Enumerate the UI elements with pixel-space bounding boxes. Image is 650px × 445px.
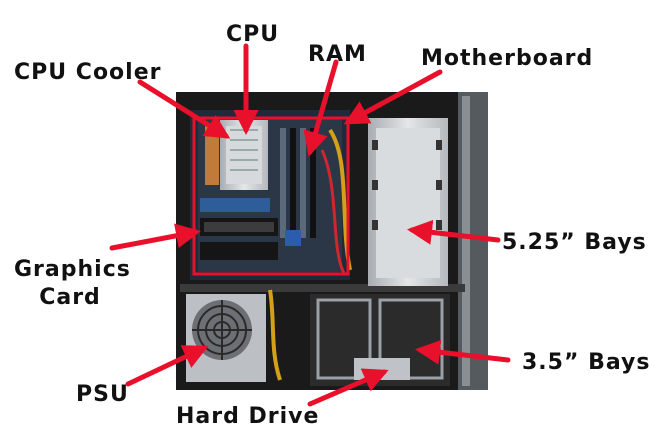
- label-graphics-card: Graphics Card: [14, 257, 131, 310]
- bays-525-cage: [368, 118, 448, 286]
- label-cpu: CPU: [226, 22, 280, 47]
- arrow-hard-drive: [307, 368, 389, 407]
- label-bays-35: 3.5” Bays: [522, 350, 650, 375]
- arrow-cpu-cooler: [137, 79, 231, 139]
- motherboard-highlight-outline: [192, 116, 350, 276]
- arrows: [109, 43, 511, 407]
- arrow-bays-35: [415, 339, 511, 365]
- arrow-graphics-card: [109, 223, 201, 251]
- label-bays-525: 5.25” Bays: [502, 230, 647, 255]
- psu-unit: [186, 294, 266, 382]
- label-ram: RAM: [308, 42, 367, 67]
- label-motherboard: Motherboard: [421, 46, 594, 71]
- arrow-bays-525: [407, 219, 501, 245]
- label-cpu-cooler: CPU Cooler: [14, 60, 162, 85]
- ram-sticks: [280, 128, 316, 238]
- arrow-ram: [303, 59, 339, 157]
- graphics-card-unit: [200, 198, 301, 260]
- label-psu: PSU: [76, 382, 129, 407]
- arrow-psu: [125, 345, 209, 387]
- label-hard-drive: Hard Drive: [176, 404, 320, 429]
- arrow-motherboard: [343, 69, 443, 125]
